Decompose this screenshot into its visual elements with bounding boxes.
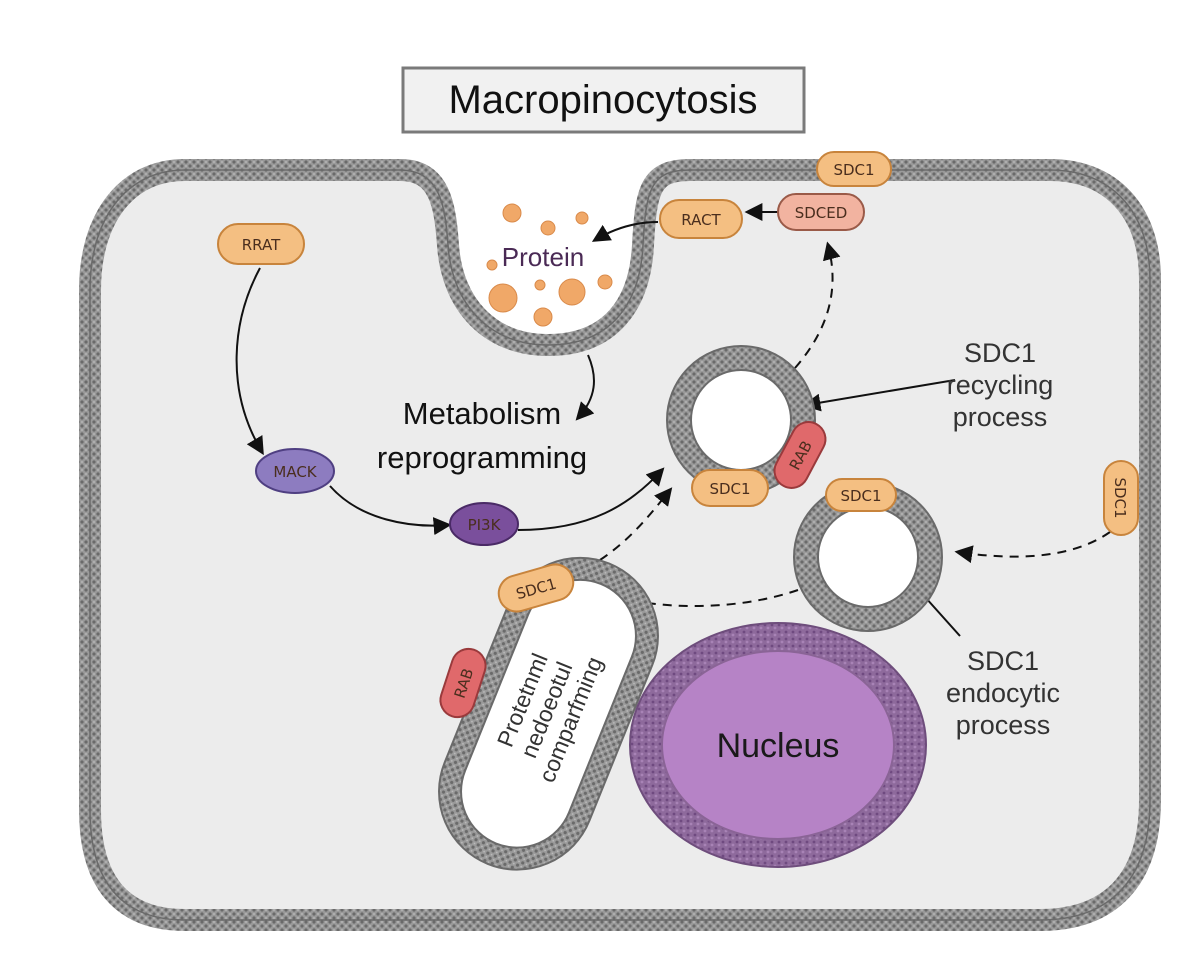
svg-text:SDCED: SDCED [795,204,848,222]
svg-text:SDC1: SDC1 [1111,477,1129,518]
svg-text:RRAT: RRAT [242,236,281,254]
protein-pill-pi3k: PI3K [449,502,519,546]
arrow-ract-to-protein [591,221,659,242]
arrow-rrat-to-mack [235,267,264,456]
recycling-label-line3: process [953,402,1048,432]
arrow-pi3k-to-vesicle [517,467,665,531]
svg-text:RACT: RACT [681,211,721,229]
svg-text:MACK: MACK [273,463,317,481]
dashed-compartment-to-vesicle [599,487,673,561]
title: Macropinocytosis [448,78,757,122]
recycling-label-line1: SDC1 [964,338,1036,368]
protein-pill-sdc1-vesicle-right: SDC1 [825,478,897,512]
protein-pill-mack: MACK [255,448,335,494]
recycling-label-line2: recycling [947,370,1054,400]
nucleus: Nucleus [629,622,927,868]
svg-text:PI3K: PI3K [468,516,502,534]
cell-membrane-outline [89,169,1151,921]
endocytic-label-line1: SDC1 [967,646,1039,676]
solid-arrows [235,203,961,637]
dashed-vesicle-to-sdced [794,241,841,369]
title-box: Macropinocytosis [401,66,806,134]
svg-text:SDC1: SDC1 [709,480,750,498]
arrow-recycling-pointer [802,379,956,412]
nucleus-label: Nucleus [717,727,840,765]
metabolism-label-line2: reprogramming [377,440,587,475]
svg-text:SDC1: SDC1 [833,161,874,179]
endocytic-vesicle [793,482,943,632]
protein-pill-ract: RACT [659,199,743,239]
recycling-vesicle [666,345,816,495]
dashed-membrane-to-endosome [954,531,1111,564]
metabolism-label-line1: Metabolism [403,396,562,431]
protein-label: Protein [502,242,584,272]
protein-pill-sdc1-top: SDC1 [816,151,892,187]
svg-text:SDC1: SDC1 [840,487,881,505]
arrow-mack-to-pi3k [329,485,452,536]
protein-pill-sdc1-compartment: SDC1 [497,563,575,613]
endocytic-label-line2: endocytic [946,678,1060,708]
protein-pill-sdc1-membrane-right: SDC1 [1103,460,1139,536]
protein-pill-sdc1-vesicle-left: SDC1 [691,469,769,507]
protein-compartment [438,556,659,871]
protein-pill-rrat: RRAT [217,223,305,265]
protein-particles [486,203,613,327]
endocytic-label-line3: process [956,710,1051,740]
protein-pill-sdced: SDCED [777,193,865,231]
protein-pill-compartment-red: RAB [439,647,487,719]
arrow-cup-to-metabolism [575,354,595,421]
protein-pill-vesicle-red: RAB [773,421,827,489]
